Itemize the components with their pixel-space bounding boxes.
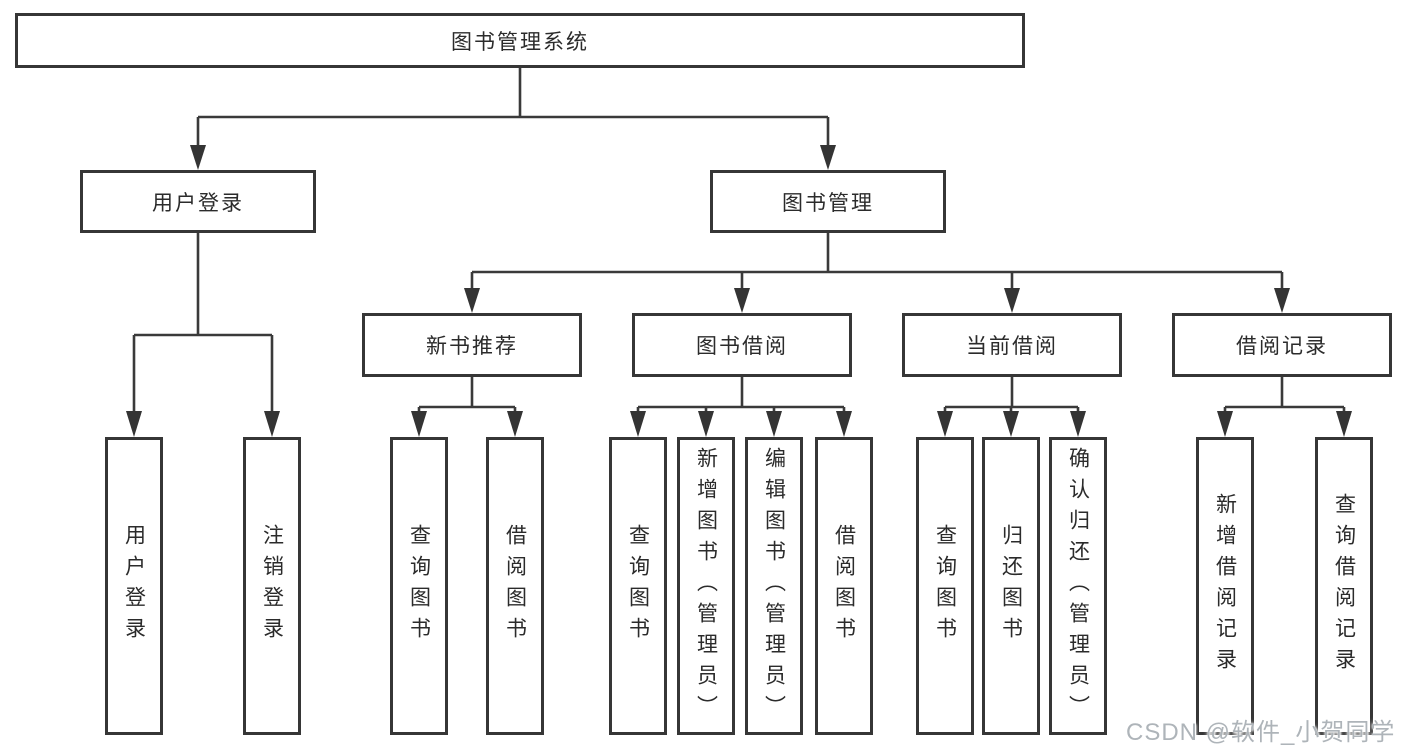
node-book-management-label: 图书管理	[782, 191, 874, 215]
leaf-add-borrow-record-label: 新增借阅记录	[1213, 493, 1237, 679]
node-root-system: 图书管理系统	[15, 13, 1025, 68]
leaf-query-books-current: 查询图书	[916, 437, 974, 735]
leaf-add-book-admin: 新增图书（管理员）	[677, 437, 735, 735]
leaf-edit-book-admin: 编辑图书（管理员）	[745, 437, 803, 735]
node-root-system-label: 图书管理系统	[451, 30, 589, 54]
leaf-query-books-borrow-label: 查询图书	[626, 524, 650, 648]
node-book-borrow: 图书借阅	[632, 313, 852, 377]
leaf-user-login-label: 用户登录	[122, 524, 146, 648]
node-new-book-recommend-label: 新书推荐	[426, 335, 518, 358]
node-user-login-label: 用户登录	[152, 191, 244, 215]
node-borrow-records: 借阅记录	[1172, 313, 1392, 377]
leaf-confirm-return-admin: 确认归还（管理员）	[1049, 437, 1107, 735]
node-book-management: 图书管理	[710, 170, 946, 233]
leaf-logout: 注销登录	[243, 437, 301, 735]
leaf-user-login: 用户登录	[105, 437, 163, 735]
leaf-borrow-books-borrow-label: 借阅图书	[832, 524, 856, 648]
arrowheads	[126, 145, 1352, 437]
leaf-return-books-label: 归还图书	[999, 524, 1023, 648]
node-new-book-recommend: 新书推荐	[362, 313, 582, 377]
leaf-borrow-books-borrow: 借阅图书	[815, 437, 873, 735]
leaf-query-borrow-record-label: 查询借阅记录	[1332, 493, 1356, 679]
leaf-return-books: 归还图书	[982, 437, 1040, 735]
leaf-edit-book-admin-label: 编辑图书（管理员）	[762, 446, 786, 726]
leaf-logout-label: 注销登录	[260, 524, 284, 648]
leaf-query-books-current-label: 查询图书	[933, 524, 957, 648]
node-book-borrow-label: 图书借阅	[696, 335, 788, 358]
leaf-query-books-recommend: 查询图书	[390, 437, 448, 735]
leaf-query-books-recommend-label: 查询图书	[407, 524, 431, 648]
node-current-borrow-label: 当前借阅	[966, 335, 1058, 358]
leaf-borrow-books-recommend: 借阅图书	[486, 437, 544, 735]
leaf-confirm-return-admin-label: 确认归还（管理员）	[1066, 446, 1090, 726]
csdn-watermark: CSDN @软件_小贺同学	[1126, 719, 1396, 746]
leaf-add-book-admin-label: 新增图书（管理员）	[694, 446, 718, 726]
leaf-query-borrow-record: 查询借阅记录	[1315, 437, 1373, 735]
node-user-login: 用户登录	[80, 170, 316, 233]
leaf-query-books-borrow: 查询图书	[609, 437, 667, 735]
node-borrow-records-label: 借阅记录	[1236, 335, 1328, 358]
node-current-borrow: 当前借阅	[902, 313, 1122, 377]
leaf-add-borrow-record: 新增借阅记录	[1196, 437, 1254, 735]
leaf-borrow-books-recommend-label: 借阅图书	[503, 524, 527, 648]
